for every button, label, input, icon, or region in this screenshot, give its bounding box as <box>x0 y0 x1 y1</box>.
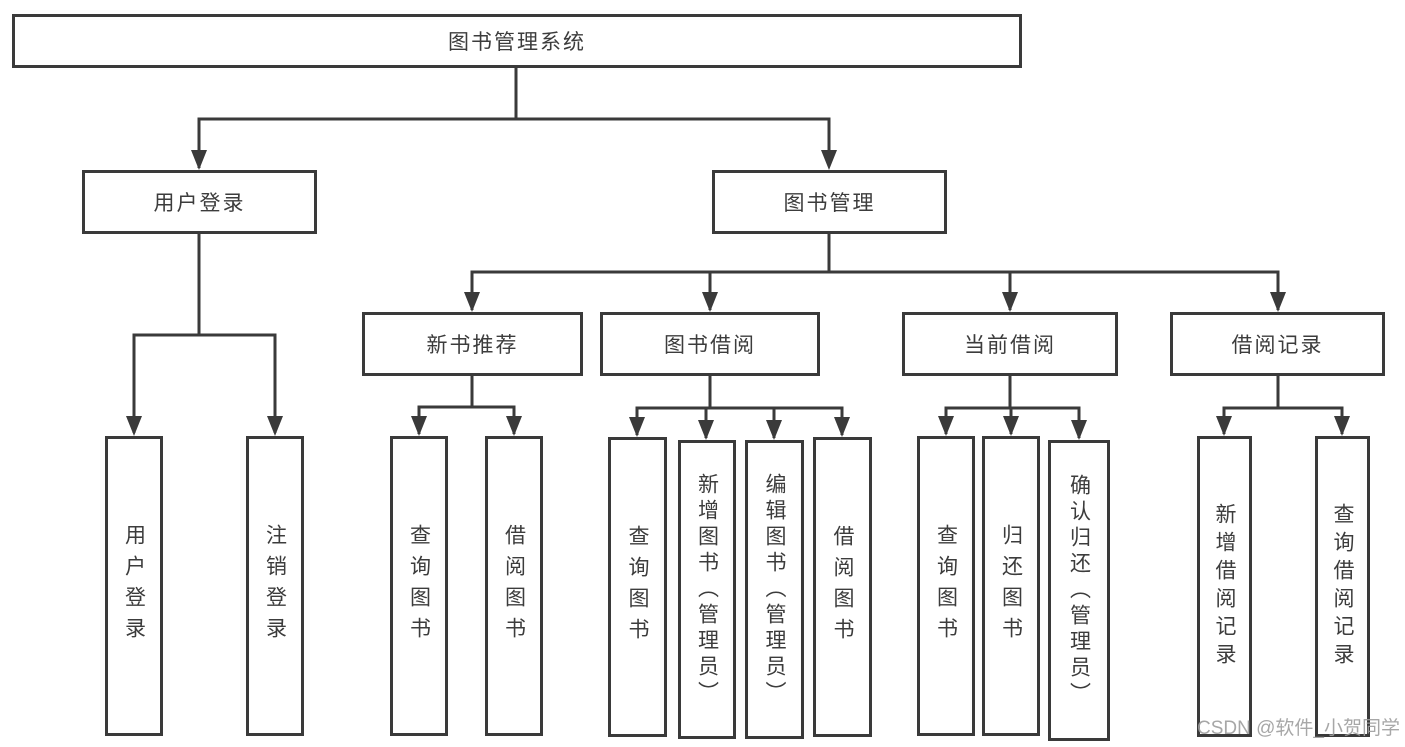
leaf-edit-book-admin: 编辑图书（管理员） <box>745 440 804 739</box>
arrow-down-icon <box>1003 416 1019 436</box>
node-label: 借阅图书 <box>831 525 854 649</box>
edge-group <box>132 68 1344 438</box>
node-label: 确认归还（管理员） <box>1067 473 1091 708</box>
arrow-down-icon <box>1270 292 1286 312</box>
csdn-watermark: CSDN @软件_小贺同学 <box>1197 718 1400 739</box>
node-root: 图书管理系统 <box>12 14 1022 68</box>
arrow-down-icon <box>411 416 427 436</box>
leaf-query-book-3: 查询图书 <box>917 436 975 736</box>
arrow-down-icon <box>698 420 714 440</box>
arrow-down-icon <box>1334 416 1350 436</box>
edge <box>635 406 844 435</box>
node-label: 注销登录 <box>263 524 287 648</box>
edge <box>417 405 516 434</box>
leaf-user-login: 用户登录 <box>105 436 163 736</box>
arrow-down-icon <box>1002 292 1018 312</box>
leaf-borrow-book-2: 借阅图书 <box>813 437 872 737</box>
arrow-down-icon <box>702 292 718 312</box>
node-label: 查询图书 <box>626 525 649 649</box>
leaf-query-borrow-record: 查询借阅记录 <box>1315 436 1370 737</box>
edge <box>470 270 1280 310</box>
node-book-management: 图书管理 <box>712 170 947 234</box>
arrow-down-icon <box>1216 416 1232 436</box>
leaf-borrow-book-1: 借阅图书 <box>485 436 543 736</box>
arrow-down-icon <box>821 150 837 170</box>
leaf-return-book: 归还图书 <box>982 436 1040 736</box>
leaf-query-book-1: 查询图书 <box>390 436 448 736</box>
arrow-down-icon <box>126 416 142 436</box>
node-book-borrow: 图书借阅 <box>600 312 820 376</box>
arrow-down-icon <box>938 416 954 436</box>
node-label: 查询图书 <box>407 524 431 648</box>
node-label: 查询借阅记录 <box>1331 502 1354 671</box>
arrow-down-icon <box>191 150 207 170</box>
edge <box>197 117 831 168</box>
node-label: 用户登录 <box>122 524 146 648</box>
node-user-login: 用户登录 <box>82 170 317 234</box>
node-label: 图书借阅 <box>664 334 756 357</box>
node-current-borrow: 当前借阅 <box>902 312 1118 376</box>
leaf-logout: 注销登录 <box>246 436 304 736</box>
arrowhead-group <box>126 150 1350 440</box>
edge <box>132 333 277 433</box>
leaf-query-book-2: 查询图书 <box>608 437 667 737</box>
node-label: 编辑图书（管理员） <box>763 472 786 707</box>
edge <box>1222 406 1344 434</box>
node-borrow-record: 借阅记录 <box>1170 312 1385 376</box>
node-label: 归还图书 <box>999 524 1023 648</box>
arrow-down-icon <box>629 417 645 437</box>
leaf-add-book-admin: 新增图书（管理员） <box>678 440 736 739</box>
node-label: 借阅记录 <box>1231 334 1324 357</box>
node-label: 查询图书 <box>934 524 958 648</box>
node-label: 新增图书（管理员） <box>695 472 719 707</box>
arrow-down-icon <box>464 292 480 312</box>
node-label: 用户登录 <box>153 192 246 215</box>
arrow-down-icon <box>766 420 782 440</box>
node-new-book-recommend: 新书推荐 <box>362 312 583 376</box>
node-label: 图书管理系统 <box>448 31 586 54</box>
arrow-down-icon <box>1071 420 1087 440</box>
arrow-down-icon <box>506 416 522 436</box>
node-label: 新书推荐 <box>426 334 519 357</box>
leaf-add-borrow-record: 新增借阅记录 <box>1197 436 1252 737</box>
node-label: 借阅图书 <box>502 524 526 648</box>
leaf-confirm-return-admin: 确认归还（管理员） <box>1048 440 1110 741</box>
node-label: 图书管理 <box>783 192 876 215</box>
arrow-down-icon <box>834 417 850 437</box>
node-label: 当前借阅 <box>964 334 1056 357</box>
arrow-down-icon <box>267 416 283 436</box>
node-label: 新增借阅记录 <box>1213 502 1236 671</box>
